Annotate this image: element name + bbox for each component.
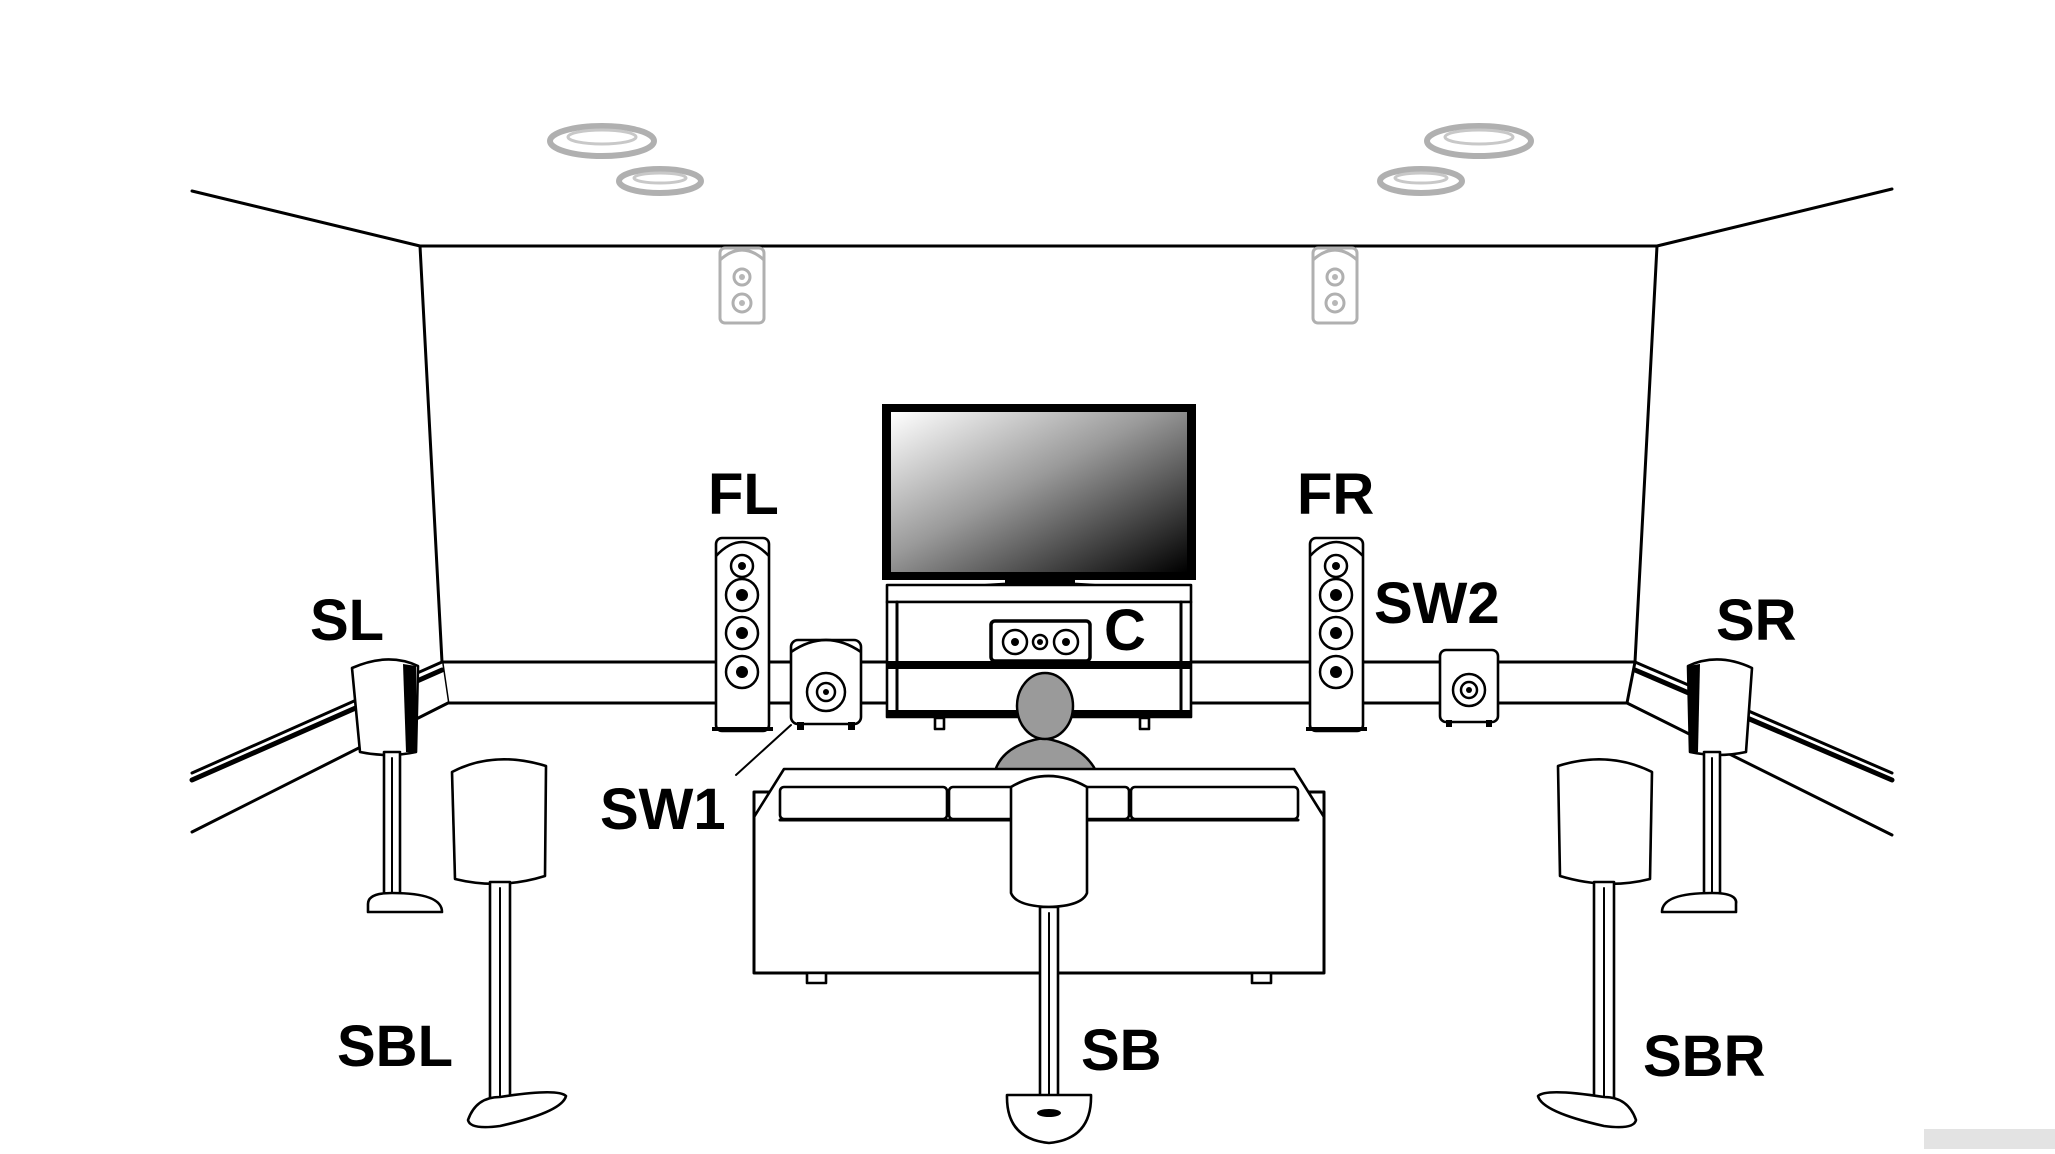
ceiling-speaker-icon bbox=[547, 123, 704, 196]
wall-speaker-icon bbox=[1311, 246, 1359, 325]
label-fl: FL bbox=[708, 462, 779, 527]
subwoofer-1-icon bbox=[735, 638, 863, 776]
tv-icon bbox=[882, 404, 1196, 596]
ceiling-speaker-icon bbox=[1377, 123, 1534, 196]
front-right-speaker-icon bbox=[1306, 536, 1367, 733]
corner-tab bbox=[1924, 1129, 2055, 1149]
label-sw1: SW1 bbox=[600, 777, 726, 842]
label-sw2: SW2 bbox=[1374, 571, 1500, 636]
subwoofer-2-icon bbox=[1438, 648, 1500, 727]
label-c: C bbox=[1104, 598, 1146, 663]
wall-speaker-icon bbox=[718, 246, 766, 325]
label-sbr: SBR bbox=[1643, 1024, 1765, 1089]
label-sbl: SBL bbox=[337, 1014, 453, 1079]
center-speaker-icon bbox=[989, 619, 1092, 663]
listener-icon bbox=[993, 671, 1099, 773]
surround-back-speaker-icon bbox=[1005, 774, 1093, 1145]
surround-left-speaker-icon bbox=[350, 658, 444, 914]
surround-right-speaker-icon bbox=[1660, 658, 1754, 914]
label-sl: SL bbox=[310, 588, 384, 653]
surround-back-right-speaker-icon bbox=[1536, 757, 1654, 1129]
label-sb: SB bbox=[1081, 1018, 1162, 1083]
label-sr: SR bbox=[1716, 588, 1797, 653]
surround-back-left-speaker-icon bbox=[450, 757, 568, 1129]
label-fr: FR bbox=[1297, 462, 1374, 527]
front-left-speaker-icon bbox=[712, 536, 773, 733]
